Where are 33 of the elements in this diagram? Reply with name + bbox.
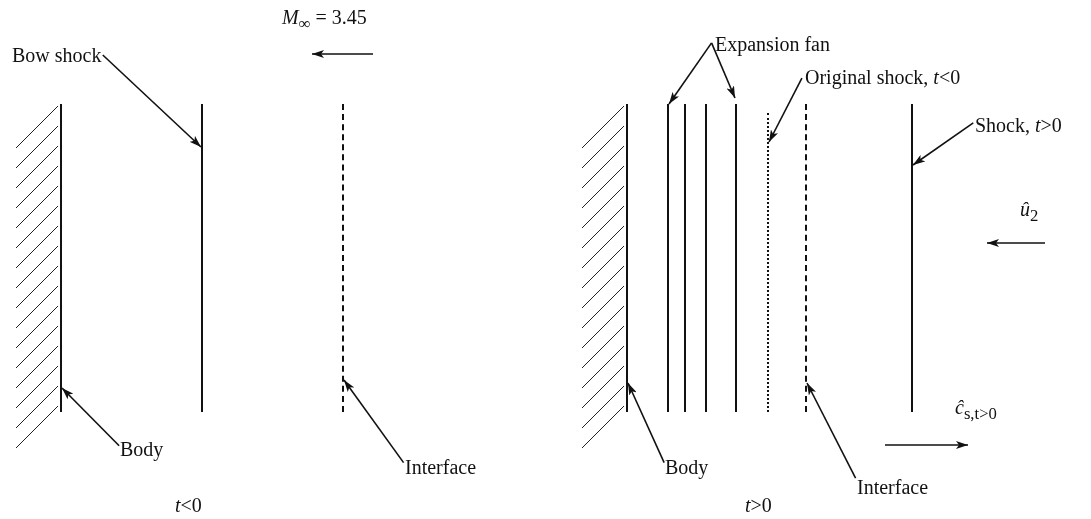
leader-line [627,382,665,464]
leader-line [61,387,120,447]
callout-label: Body [665,456,709,478]
callout-label: Bow shock [12,44,102,66]
shock-line [201,104,203,412]
shock-line [684,104,686,412]
shock-line [705,104,707,412]
leader-line [768,77,803,143]
body-wall-line [626,104,628,412]
time-label: t<0 [175,494,202,516]
leader-line [343,379,405,464]
leader-line [102,54,202,148]
shock-line [667,104,669,412]
mach-number-label: M$_{∞}$ = 3.45 [282,6,367,34]
time-label: t>0 [745,494,772,516]
shock-line [911,104,913,412]
original-shock-line [767,113,769,412]
callout-label: Original shock, t<0 [805,66,961,88]
interface-line [805,104,807,412]
callout-label: Interface [405,456,477,478]
leader-line [668,42,713,105]
body-wall-line [60,104,62,412]
leader-line [710,42,736,99]
callout-label: Shock, t>0 [975,114,1062,136]
shock-line [735,104,737,412]
interface-line [342,104,344,412]
shock-speed-label: ĉ$_{s,t>0}$ [955,396,997,424]
leader-line [806,382,857,479]
leader-line [912,122,975,166]
callout-label: Expansion fan [715,33,830,55]
velocity-label: û$_{2}$ [1020,198,1039,226]
callout-label: Interface [857,476,929,498]
callout-label: Body [120,438,164,460]
